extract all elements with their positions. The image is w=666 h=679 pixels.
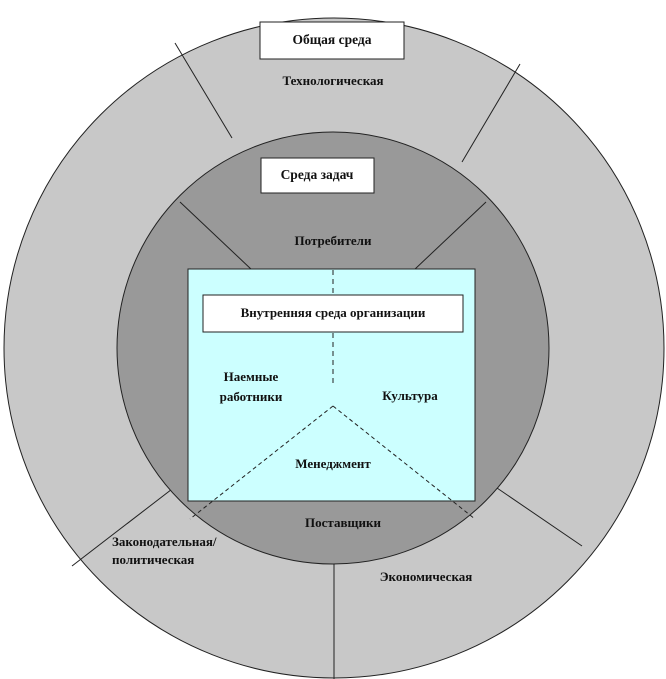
internal-dashed-left bbox=[189, 405, 334, 520]
general-environment-title: Общая среда bbox=[293, 32, 372, 47]
task-environment-title: Среда задач bbox=[281, 167, 354, 182]
outer-divider-bottom-right bbox=[496, 487, 583, 547]
task-divider-top-left bbox=[179, 201, 253, 271]
internal-environment-title-box bbox=[202, 294, 464, 333]
internal-dashed-right bbox=[332, 405, 476, 520]
task-environment-title-box bbox=[260, 157, 375, 194]
outer-divider-bottom-left bbox=[71, 485, 177, 567]
label-employees-line1: Наемные bbox=[224, 369, 279, 384]
outer-divider-top-left bbox=[174, 42, 233, 139]
label-customers: Потребители bbox=[295, 233, 372, 248]
label-suppliers: Поставщики bbox=[305, 515, 381, 530]
label-employees-line2: работники bbox=[220, 389, 283, 404]
general-environment-title-box bbox=[259, 21, 405, 60]
internal-environment-title: Внутренняя среда организации bbox=[241, 305, 426, 320]
label-management: Менеджмент bbox=[295, 456, 371, 471]
label-legal-line2: политическая bbox=[112, 552, 194, 567]
label-culture: Культура bbox=[382, 388, 438, 403]
label-economic: Экономическая bbox=[380, 569, 473, 584]
outer-divider-top-right bbox=[461, 63, 521, 163]
task-divider-top-right bbox=[413, 201, 487, 271]
label-technological: Технологическая bbox=[282, 73, 383, 88]
label-legal-line1: Законодательная/ bbox=[112, 534, 217, 549]
